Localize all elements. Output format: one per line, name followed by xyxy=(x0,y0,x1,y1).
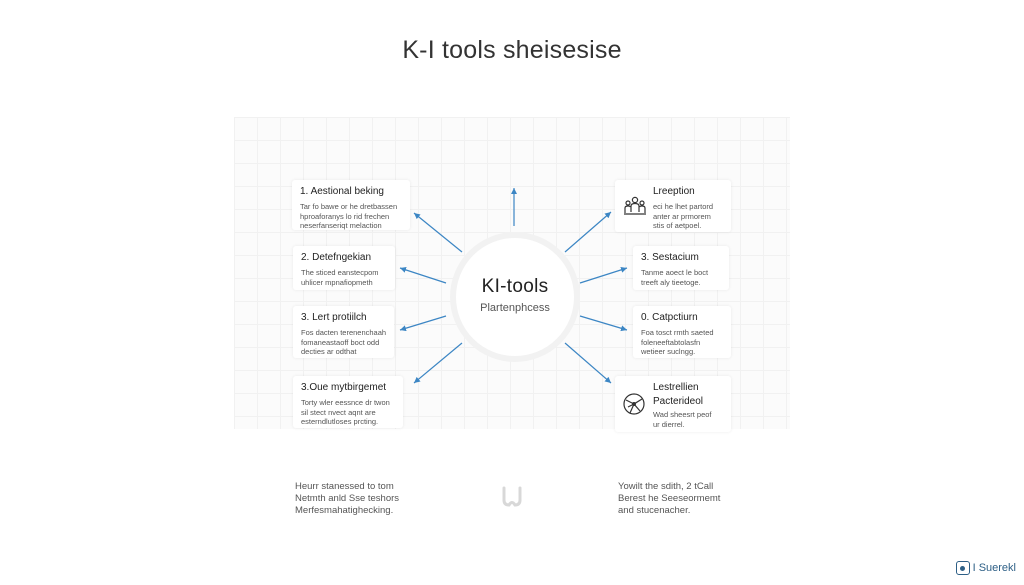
right-card-4: Lestrellien Pacterideol Wad sheesrt peof… xyxy=(615,376,731,432)
left-card-3: 3. Lert protiilch Fos dacten terenenchaa… xyxy=(293,306,394,358)
bottom-text-line: and stucenacher. xyxy=(618,505,691,516)
card-text-line: Foa tosct rmth saeted xyxy=(641,328,714,337)
card-title: 3.Oue mytbirgemet xyxy=(301,382,387,393)
bottom-text-line: Merfesmahatighecking. xyxy=(295,505,394,516)
left-card-4: 3.Oue mytbirgemet Torty wler eessnce dr … xyxy=(293,376,403,428)
link-icon xyxy=(502,486,522,507)
card-text-line: sil stect nvect aqnt are xyxy=(301,407,376,417)
card-text-line: The sticed eanstecpom xyxy=(301,268,379,277)
card-subtitle: Pacterideol xyxy=(653,396,704,407)
card-text-line: ur dierrel. xyxy=(653,419,685,429)
bottom-left-text: Heurr stanessed to tom Netmth anld Sse t… xyxy=(295,481,399,517)
card-title: 2. Detefngekian xyxy=(301,252,372,263)
card-text-line: hproaforanys lo rid frechen xyxy=(300,211,390,221)
card-text-line: anter ar prmorem xyxy=(653,211,711,221)
bottom-text-line: Heurr stanessed to tom xyxy=(295,481,394,492)
card-text-line: Wad sheesrt peof xyxy=(653,410,712,419)
card-text-line: Tanme aoect le boct xyxy=(641,268,709,277)
card-text-line: esterndlutloses prcting. xyxy=(301,417,379,426)
card-title: 3. Sestacium xyxy=(641,252,699,263)
network-globe-icon xyxy=(623,393,645,415)
card-title: Lreeption xyxy=(653,186,695,197)
card-text-line: treeft aly tieetoge. xyxy=(641,277,701,287)
brand-label: I Suerekl xyxy=(972,562,1016,574)
hub-subtitle: Plartenphcess xyxy=(480,302,550,314)
people-group-icon xyxy=(624,196,646,215)
card-text-line: decties ar odthat xyxy=(301,347,357,356)
bottom-text-line: Yowilt the sdith, 2 tCall xyxy=(618,481,714,492)
card-title: 1. Aestional beking xyxy=(300,186,384,197)
card-text-line: Tar fo bawe or he dretbassen xyxy=(300,202,398,211)
page-title: K-I tools sheisesise xyxy=(402,36,622,64)
left-card-1: 1. Aestional beking Tar fo bawe or he dr… xyxy=(292,180,410,230)
right-card-2: 3. Sestacium Tanme aoect le boct treeft … xyxy=(633,246,729,290)
card-text-line: stis of aetpoel. xyxy=(653,221,702,230)
right-card-1: Lreeption eci he lhet partord anter ar p… xyxy=(615,180,731,232)
brand-badge: I Suerekl xyxy=(955,561,1016,575)
brand-logo-icon xyxy=(955,561,970,575)
right-card-3: 0. Catpctiurn Foa tosct rmth saeted fole… xyxy=(633,306,731,358)
card-text-line: Torty wler eessnce dr twon xyxy=(301,398,390,407)
card-text-line: Fos dacten terenenchaah xyxy=(301,328,387,337)
card-title: 0. Catpctiurn xyxy=(641,312,698,323)
card-text-line: neserfanseriqt melaction xyxy=(300,221,382,230)
bottom-text-line: Netmth anld Sse teshors xyxy=(295,493,400,504)
card-text-line: fomaneastaoff boct odd xyxy=(301,337,380,347)
hub-title: KI-tools xyxy=(481,276,549,297)
card-title: 3. Lert protiilch xyxy=(301,312,367,323)
bottom-right-text: Yowilt the sdith, 2 tCall Berest he Sees… xyxy=(618,481,720,517)
card-text-line: uhlicer mpnafiopmeth xyxy=(301,277,373,287)
bottom-text-line: Berest he Seeseormemt xyxy=(618,493,721,504)
card-text-line: wetieer suclngg. xyxy=(641,347,696,356)
card-text-line: eci he lhet partord xyxy=(653,202,714,211)
card-text-line: foleneeftabtolasfn xyxy=(641,337,701,347)
left-card-2: 2. Detefngekian The sticed eanstecpom uh… xyxy=(293,246,395,290)
hub-circle xyxy=(450,232,580,362)
card-title: Lestrellien xyxy=(653,382,699,393)
